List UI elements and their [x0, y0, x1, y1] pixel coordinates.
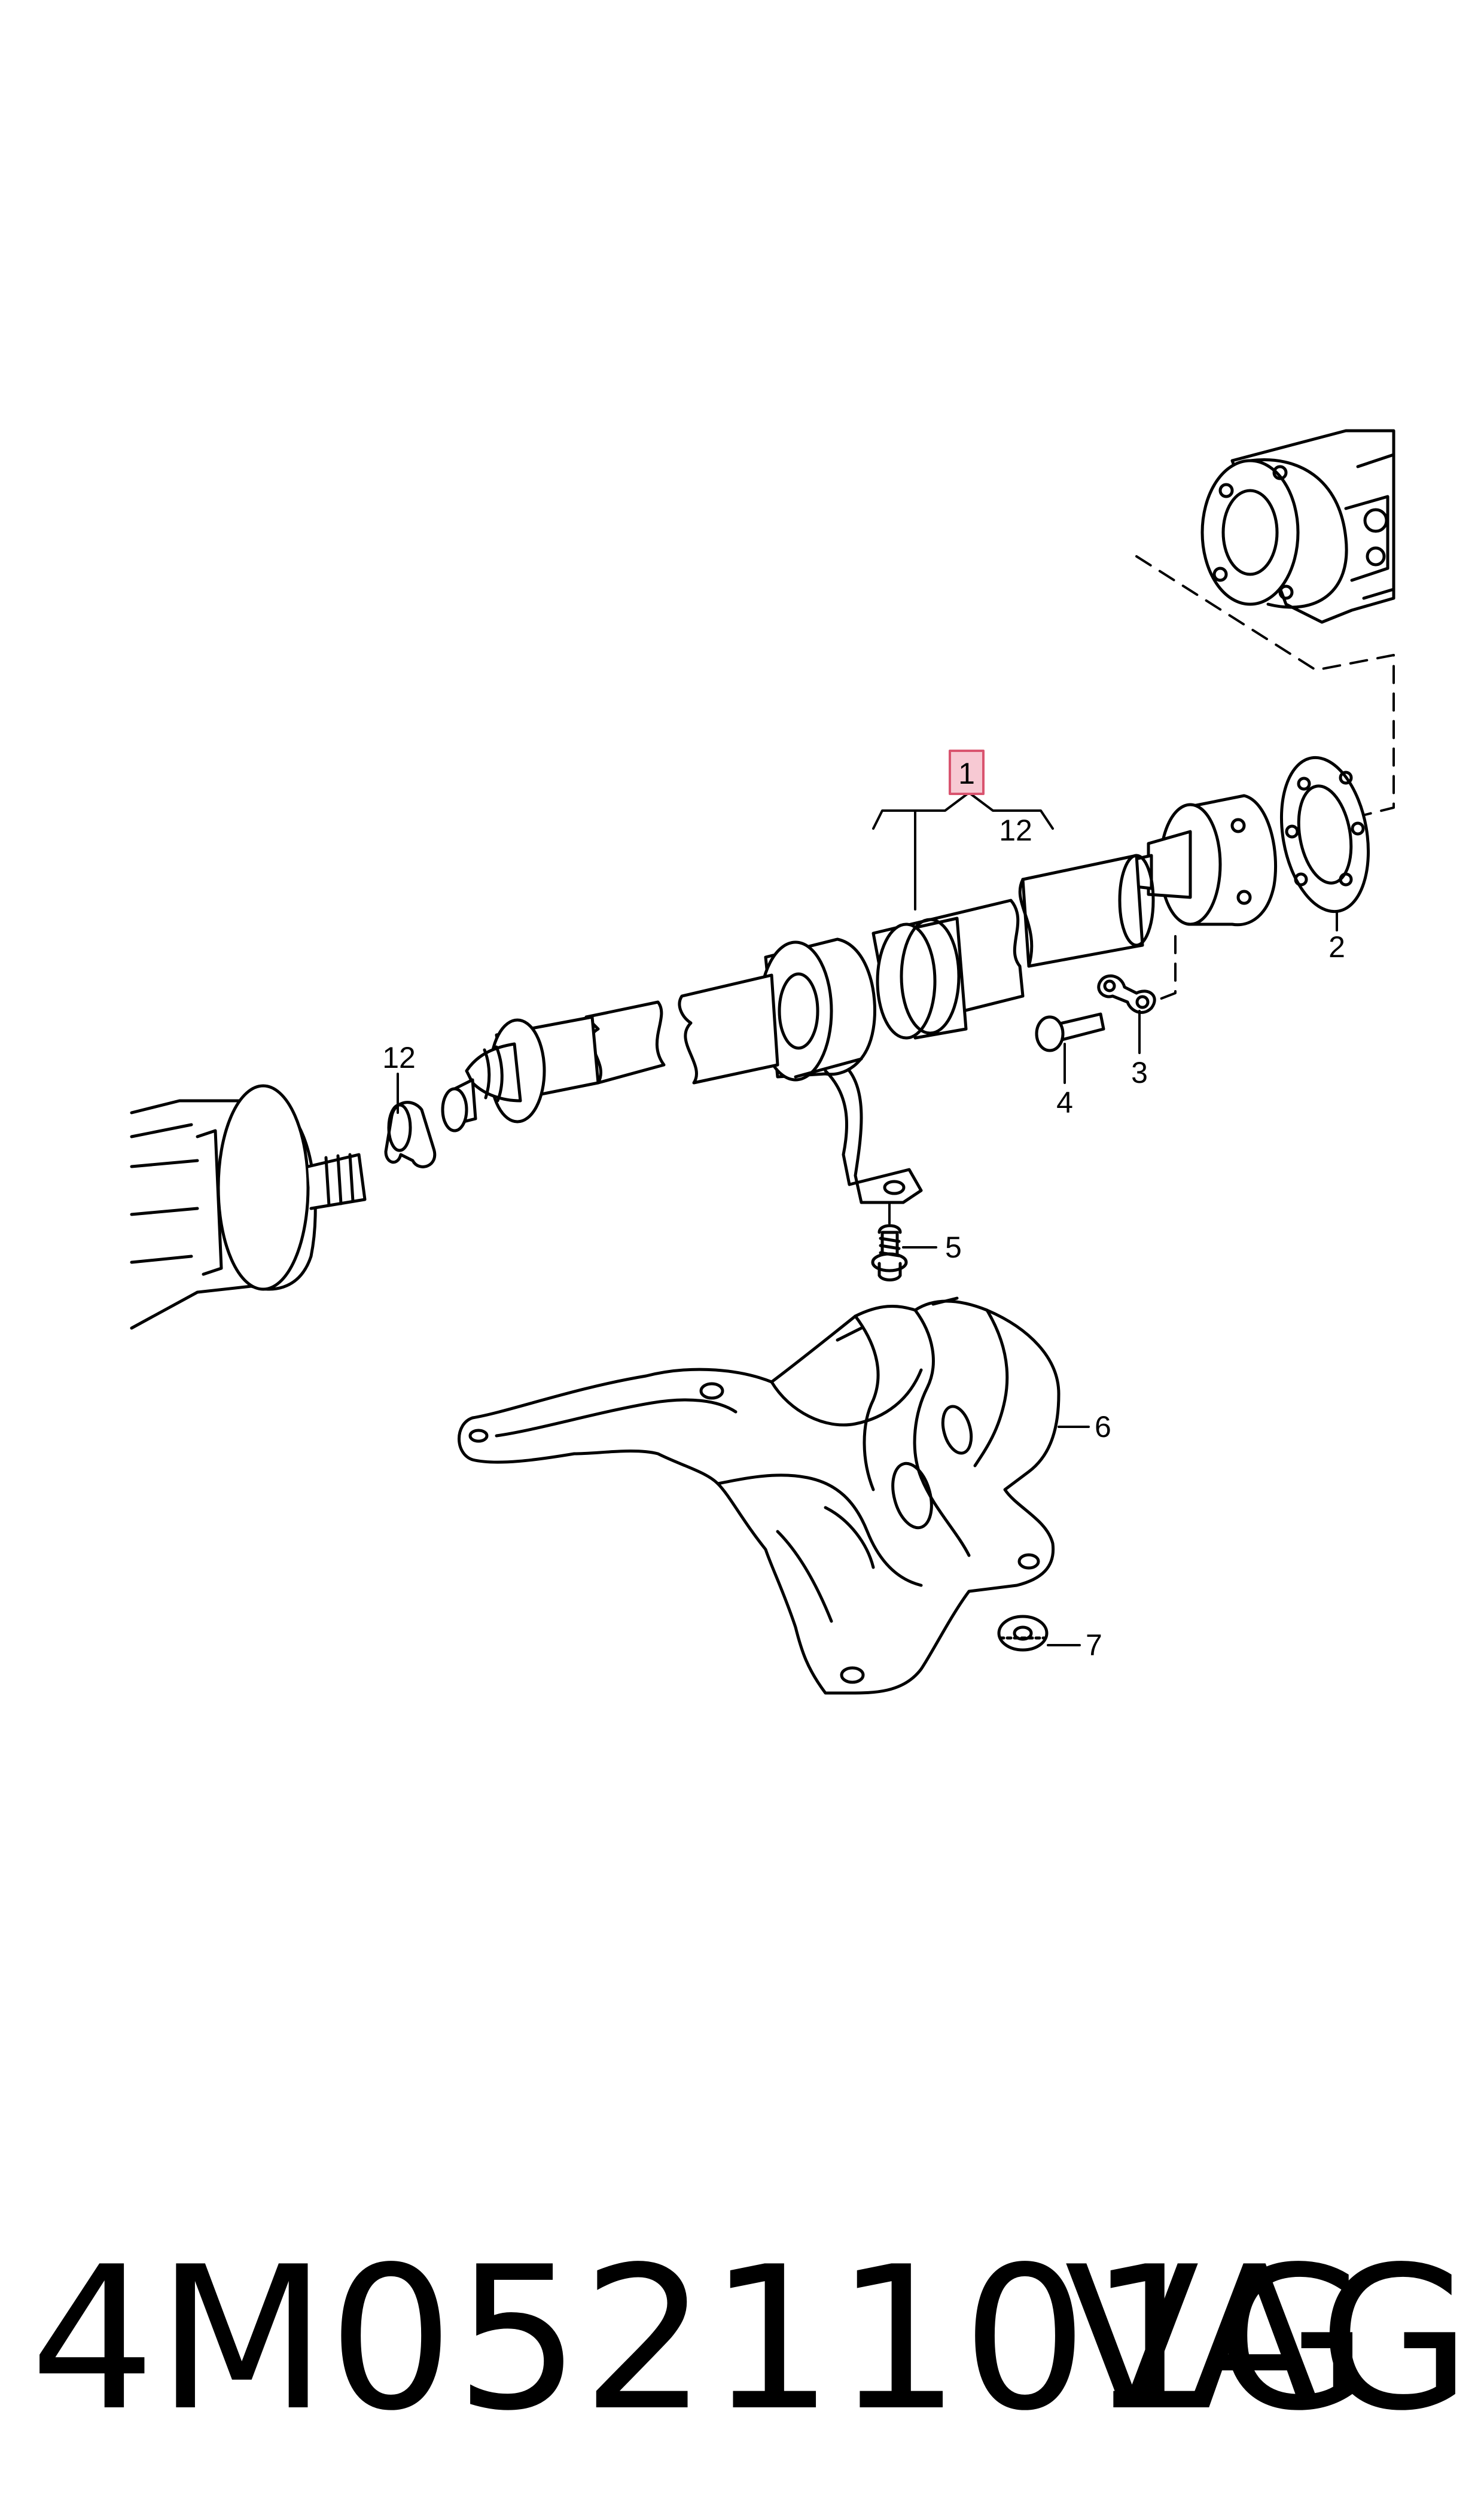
- exploded-view-diagram: 1 12 12 2 3 4 5 6 7: [130, 429, 1395, 1695]
- bolt-4: [1035, 1012, 1105, 1052]
- rear-differential: [1200, 429, 1395, 624]
- front-cv-joint: [441, 1015, 600, 1132]
- callout-7[interactable]: 7: [1086, 1628, 1102, 1662]
- bolt-5: [871, 1224, 908, 1281]
- front-tube: [584, 973, 779, 1085]
- alignment-dashes: [1135, 555, 1395, 1009]
- callout-2[interactable]: 2: [1328, 930, 1345, 964]
- callout-12-left[interactable]: 12: [382, 1041, 416, 1074]
- callout-6[interactable]: 6: [1095, 1410, 1111, 1444]
- callout-3[interactable]: 3: [1131, 1056, 1148, 1089]
- flange-gasket: [1279, 756, 1370, 914]
- shaft-clip: [384, 1101, 437, 1168]
- callout-4[interactable]: 4: [1056, 1086, 1073, 1119]
- callout-1[interactable]: 1: [958, 757, 975, 790]
- callout-1-highlight: [949, 750, 985, 795]
- washer-7: [997, 1615, 1049, 1652]
- rear-cv-joint: [1123, 794, 1277, 927]
- callout-5[interactable]: 5: [945, 1231, 962, 1264]
- gearbox-output: [130, 1084, 367, 1330]
- brand-label: VAG: [1064, 2224, 1471, 2454]
- part-number: 4M0521101G: [30, 2224, 1370, 2454]
- rear-tube: [1018, 854, 1155, 968]
- heat-shield: [458, 1296, 1061, 1695]
- footer: 4M0521101G VAG: [24, 2213, 1471, 2465]
- lock-plate-3: [1097, 974, 1156, 1014]
- callout-12-top[interactable]: 12: [999, 814, 1032, 847]
- mid-tube: [871, 899, 1025, 1040]
